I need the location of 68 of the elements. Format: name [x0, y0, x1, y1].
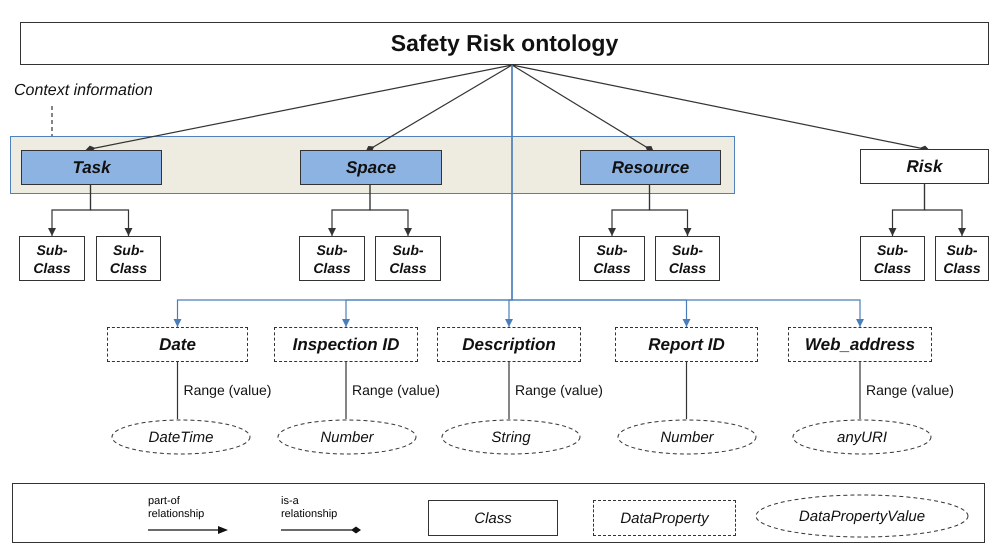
leader-line [51, 106, 53, 136]
data-value-ellipse [111, 419, 251, 455]
class-name: Risk [906, 156, 942, 176]
arrow [511, 65, 864, 327]
connector-line [859, 362, 861, 419]
class-box [300, 150, 442, 185]
subclass-box [935, 236, 989, 281]
data-value-ellipse [277, 419, 417, 455]
connector-line [345, 362, 347, 419]
class-name: Resource [612, 158, 690, 178]
edge-label: Range (value) [513, 382, 605, 398]
data-value-ellipse [792, 419, 932, 455]
subclass-box [579, 236, 645, 281]
ontology-box [20, 22, 989, 65]
value-name: anyURI [836, 428, 888, 446]
context-label: Context information [14, 82, 153, 100]
connector-line [686, 362, 688, 419]
class-box [860, 149, 989, 184]
class-box [21, 150, 162, 185]
arrow [90, 184, 132, 236]
data-value-ellipse [441, 419, 581, 455]
property-name: Web_address [804, 334, 916, 354]
subclass-name: Sub-Class [668, 240, 708, 276]
ontology-title: Safety Risk ontology [390, 30, 618, 57]
context-band [10, 136, 735, 194]
data-property-box [274, 327, 418, 362]
subclass-name: Sub-Class [108, 240, 148, 276]
arrow [648, 184, 692, 236]
class-box [580, 150, 721, 185]
property-name: Inspection ID [292, 334, 400, 354]
legend-text: DataPropertyValue [798, 508, 926, 524]
value-name: Number [660, 428, 714, 446]
legend-text: part-of relationship [148, 495, 206, 521]
class-name: Task [72, 158, 111, 178]
value-name: Number [320, 428, 374, 446]
subclass-name: Sub-Class [872, 240, 912, 276]
legend-text: DataProperty [620, 510, 709, 526]
connector-line [176, 362, 178, 419]
subclass-box [299, 236, 365, 281]
subclass-box [655, 236, 720, 281]
arrow [924, 184, 966, 236]
subclass-box [375, 236, 441, 281]
value-name: String [491, 428, 531, 446]
data-property-box [107, 327, 248, 362]
subclass-name: Sub-Class [388, 240, 428, 276]
data-property-box [437, 327, 581, 362]
arrow [369, 184, 412, 236]
subclass-name: Sub-Class [32, 240, 72, 276]
subclass-name: Sub-Class [942, 240, 982, 276]
edge-label: Range (value) [350, 382, 442, 398]
subclass-name: Sub-Class [312, 240, 352, 276]
subclass-name: Sub-Class [592, 240, 632, 276]
property-name: Report ID [648, 334, 725, 354]
property-name: Date [159, 334, 196, 354]
connector-line [508, 362, 510, 419]
legend-text: is-a relationship [281, 495, 338, 521]
value-name: DateTime [148, 428, 214, 446]
subclass-box [19, 236, 85, 281]
subclass-box [860, 236, 925, 281]
data-property-box [615, 327, 758, 362]
edge-label: Range (value) [864, 382, 956, 398]
data-property-box [788, 327, 932, 362]
edge-label: Range (value) [182, 382, 274, 398]
class-name: Space [346, 158, 396, 178]
property-name: Description [462, 334, 556, 354]
data-value-ellipse [617, 419, 757, 455]
subclass-box [96, 236, 161, 281]
legend-text: Class [474, 510, 512, 526]
